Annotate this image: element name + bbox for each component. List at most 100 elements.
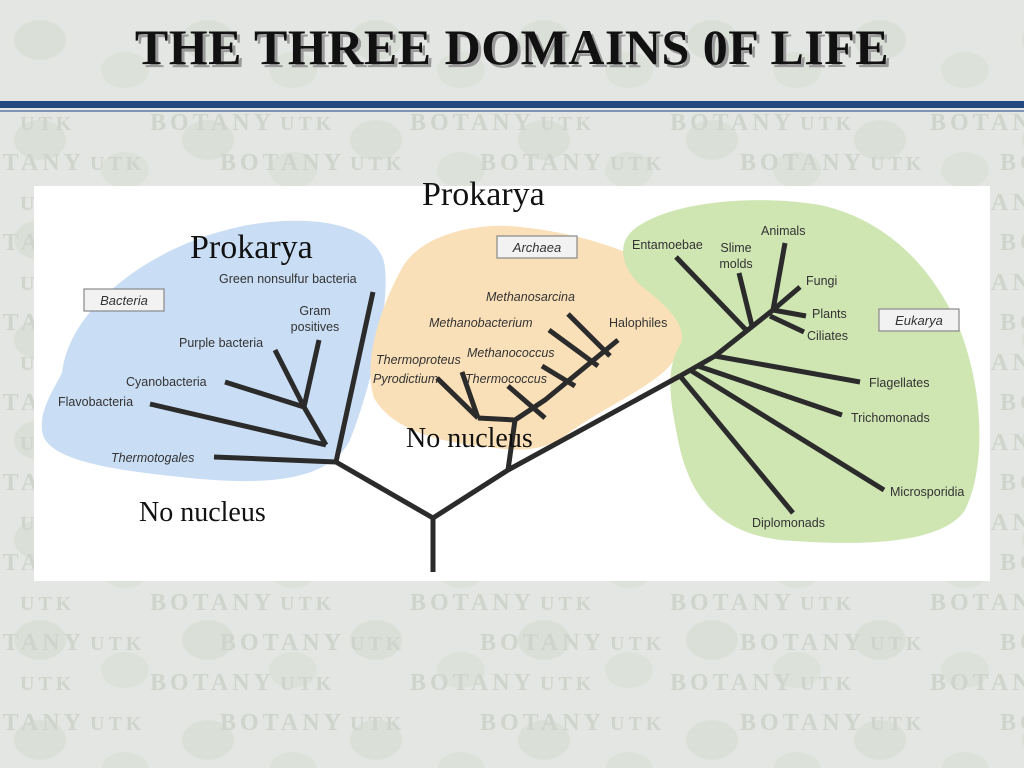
- title-rule: [0, 101, 1024, 108]
- bacteria-inner: [301, 405, 329, 447]
- branch-methanococcus: [540, 363, 577, 389]
- domain-labels: Bacteria Archaea Eukarya: [83, 235, 960, 332]
- watermark-word: BOTANY: [930, 670, 1024, 696]
- watermark-word: UTK: [540, 593, 595, 615]
- taxon-label: Thermoproteus: [376, 353, 461, 367]
- branch-pyrodictium: [459, 371, 481, 419]
- eukarya-main: [678, 353, 717, 379]
- branch-flagellates: [714, 353, 861, 385]
- watermark-word: UTK: [350, 153, 405, 175]
- branch-methanobacterium: [547, 327, 600, 369]
- watermark-word: BOTANY: [150, 590, 275, 616]
- watermark-word: BOTANY: [0, 150, 85, 176]
- watermark-word: BOTANY: [670, 590, 795, 616]
- taxon-label: Microsporidia: [890, 485, 964, 499]
- slide-title: THE THREE DOMAINS 0F LIFE: [134, 19, 890, 75]
- watermark-word: BOTANY: [740, 710, 865, 736]
- watermark-word: BOTANY: [410, 590, 535, 616]
- no-nucleus-annotation-middle: No nucleus: [406, 423, 533, 454]
- watermark-word: BOTANY: [480, 710, 605, 736]
- watermark-word: UTK: [280, 113, 335, 135]
- watermark-word: UTK: [90, 153, 145, 175]
- branch-thermotogales: [213, 454, 337, 465]
- branch-methanosarcina: [566, 312, 612, 358]
- watermark-word: BOTANY: [740, 630, 865, 656]
- branch-fungi: [771, 285, 802, 312]
- watermark-word: UTK: [280, 593, 335, 615]
- branch-animals: [770, 242, 788, 311]
- watermark-word: UTK: [20, 113, 75, 135]
- branch-microsporidia: [688, 367, 886, 493]
- branch-thermoproteus: [435, 376, 480, 420]
- watermark-word: UTK: [20, 593, 75, 615]
- branch-cyanobacteria: [224, 379, 305, 410]
- watermark-word: UTK: [540, 673, 595, 695]
- branch-ciliates: [768, 313, 806, 335]
- watermark-word: UTK: [610, 713, 665, 735]
- archaea-low: [477, 415, 516, 423]
- watermark-word: BOTANY: [1000, 310, 1024, 336]
- archaea-label-box: [496, 235, 578, 259]
- taxon-label: Slime: [720, 241, 751, 255]
- watermark-word: UTK: [610, 153, 665, 175]
- no-nucleus-annotation-left: No nucleus: [139, 497, 266, 528]
- watermark-word: BOTANY: [930, 110, 1024, 136]
- eukarya-label: Eukarya: [895, 313, 943, 328]
- watermark-word: UTK: [90, 633, 145, 655]
- branch-diplomonads: [678, 374, 795, 515]
- watermark-word: UTK: [870, 153, 925, 175]
- watermark-word: BOTANY: [480, 150, 605, 176]
- taxon-label: Gram: [299, 304, 330, 318]
- watermark-word: BOTANY: [1000, 550, 1024, 576]
- branch-green-nonsulfur: [333, 291, 376, 463]
- eukarya-crown: [713, 308, 775, 358]
- taxon-label: Thermotogales: [111, 451, 194, 465]
- branch-thermococcus: [506, 384, 547, 420]
- bacteria-label-box: [83, 288, 165, 312]
- watermark-word: UTK: [540, 113, 595, 135]
- watermark-word: UTK: [350, 633, 405, 655]
- taxon-label: Trichomonads: [851, 411, 930, 425]
- watermark-word: UTK: [800, 673, 855, 695]
- taxon-label: Purple bacteria: [179, 336, 263, 350]
- watermark-word: UTK: [800, 593, 855, 615]
- taxon-label: Fungi: [806, 274, 837, 288]
- taxon-label: Plants: [812, 307, 847, 321]
- prokarya-annotation-left: Prokarya: [190, 229, 313, 266]
- taxon-label: Diplomonads: [752, 516, 825, 530]
- taxon-label: molds: [719, 257, 752, 271]
- tree-branches: [149, 242, 886, 572]
- watermark-word: UTK: [350, 713, 405, 735]
- archaea-stem: [505, 338, 620, 471]
- watermark-word: BOTANY: [410, 110, 535, 136]
- watermark-word: BOTANY: [1000, 630, 1024, 656]
- taxon-label: Flagellates: [869, 376, 929, 390]
- taxon-label: Green nonsulfur bacteria: [219, 272, 357, 286]
- watermark-word: UTK: [280, 673, 335, 695]
- branch-entamoebae: [674, 255, 750, 334]
- taxon-label: Methanococcus: [467, 346, 555, 360]
- watermark-word: BOTANY: [1000, 710, 1024, 736]
- watermark-word: BOTANY: [410, 670, 535, 696]
- watermark-word: BOTANY: [0, 710, 85, 736]
- watermark-word: BOTANY: [1000, 470, 1024, 496]
- bacteria-stem: [334, 459, 435, 521]
- watermark-word: UTK: [870, 633, 925, 655]
- watermark-word: BOTANY: [220, 150, 345, 176]
- watermark-word: BOTANY: [1000, 230, 1024, 256]
- branch-flavobacteria: [149, 401, 327, 448]
- taxon-label: Pyrodictium: [373, 372, 438, 386]
- taxon-label: positives: [291, 320, 340, 334]
- taxon-label: Cyanobacteria: [126, 375, 207, 389]
- watermark-word: BOTANY: [1000, 150, 1024, 176]
- watermark-word: BOTANY: [150, 670, 275, 696]
- taxon-label: Entamoebae: [632, 238, 703, 252]
- watermark-word: UTK: [800, 113, 855, 135]
- bacteria-label: Bacteria: [100, 293, 148, 308]
- prokarya-annotation-top: Prokarya: [422, 176, 545, 213]
- taxa-labels: Green nonsulfur bacteria Gram positives …: [58, 224, 964, 530]
- branch-slime-molds: [736, 272, 755, 327]
- watermark-word: UTK: [610, 633, 665, 655]
- taxon-label: Thermococcus: [465, 372, 547, 386]
